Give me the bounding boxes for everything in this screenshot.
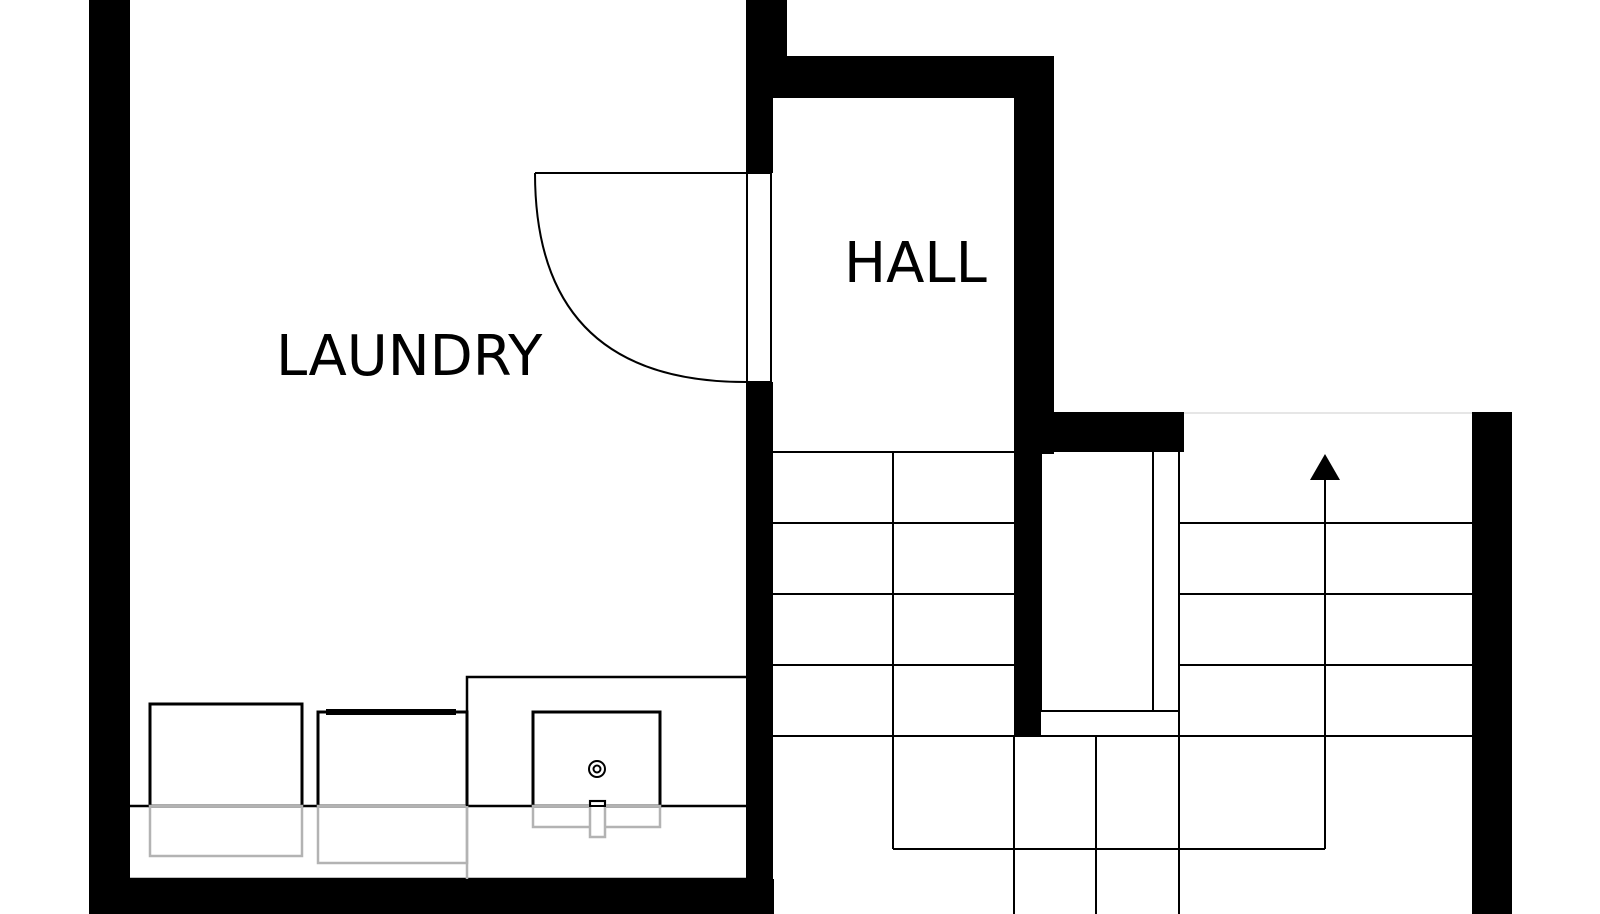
door-opening-jamb	[746, 172, 772, 383]
door-swing-arc	[534, 172, 747, 383]
double-ring-icon	[588, 760, 606, 778]
hall-east-wall	[1014, 56, 1054, 454]
laundry-fixtures	[130, 675, 746, 881]
arrow-up-icon	[1310, 454, 1340, 480]
washer-hidden-outline	[148, 804, 304, 858]
room-label-laundry: LAUNDRY	[276, 324, 543, 389]
stairs-left-run[interactable]	[773, 451, 1472, 849]
stair-divider-wall	[1014, 412, 1041, 737]
hall-north-wall	[746, 56, 1054, 98]
laundry-south-wall	[89, 879, 774, 914]
stair-north-wall	[1014, 412, 1184, 452]
laundry-west-wall	[89, 0, 130, 914]
sink-cabinet	[465, 675, 746, 806]
walls	[89, 0, 1512, 914]
stairs-right-run[interactable]	[1178, 452, 1472, 849]
laundry-east-wall-upper	[746, 0, 787, 60]
stairs-landing[interactable]	[893, 736, 1325, 914]
room-label-hall: HALL	[844, 231, 987, 296]
stair-east-wall	[1472, 412, 1512, 914]
laundry-east-wall-lower	[746, 382, 773, 887]
stair-well-handrail	[1040, 452, 1179, 712]
sink-drain-inner	[592, 764, 602, 774]
faucet-visible-part	[589, 800, 606, 807]
laundry-door[interactable]	[534, 172, 772, 383]
